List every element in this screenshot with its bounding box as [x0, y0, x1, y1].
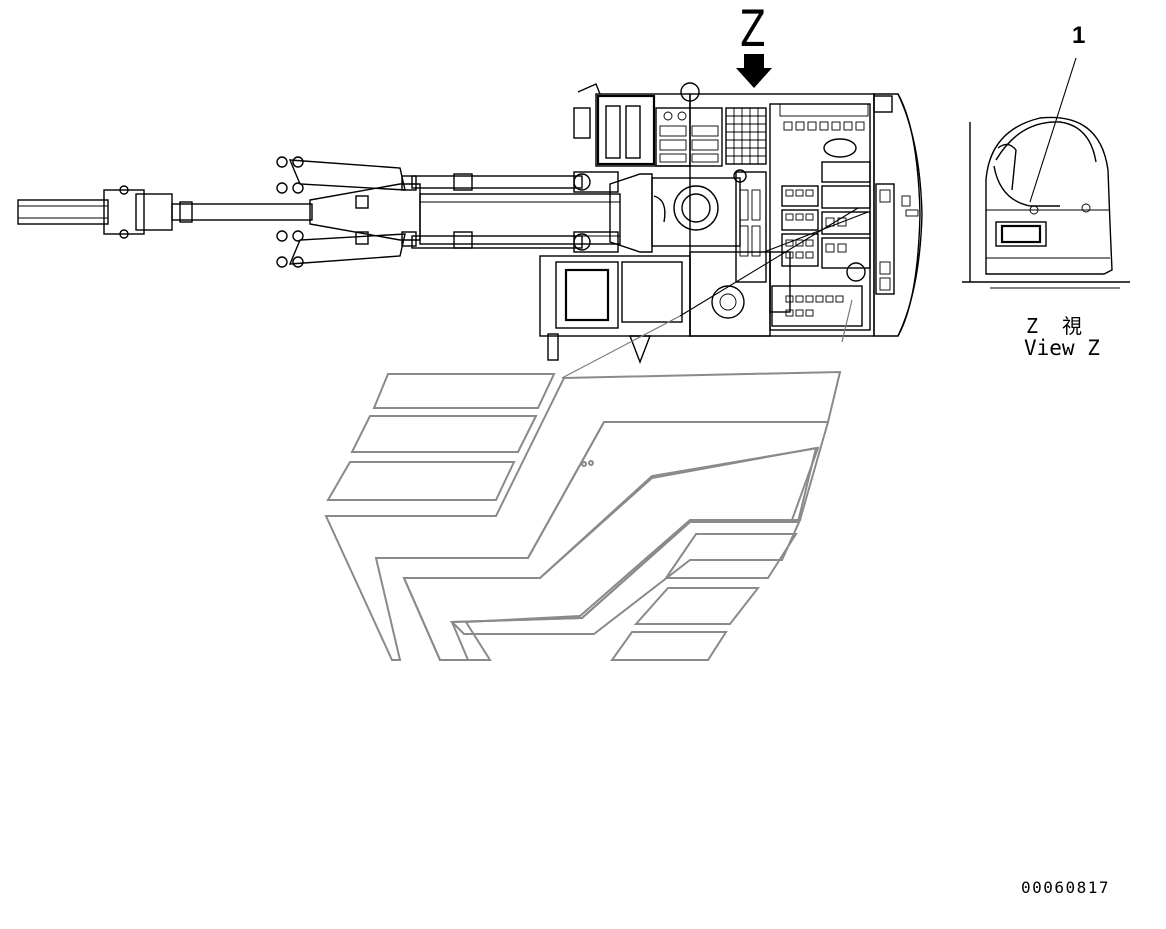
swing-circle	[651, 169, 767, 283]
decal-stripes	[324, 299, 853, 661]
view-caption-jp: Z 視	[1026, 314, 1085, 338]
engine-cover-panels	[781, 161, 871, 269]
boom-arm	[17, 156, 653, 268]
view-caption-en: View Z	[1024, 336, 1100, 360]
machine-upper-structure	[539, 82, 923, 364]
callout-number: 1	[1072, 22, 1086, 49]
decal-leader-lines	[679, 207, 869, 317]
rear-components	[769, 95, 919, 327]
side-compartment	[539, 251, 771, 364]
radiator-block	[725, 107, 767, 165]
drawing-number: 00060817	[1021, 878, 1111, 897]
view-letter-label: Z	[740, 0, 766, 58]
hood-vents	[779, 103, 869, 158]
view-z-inset	[962, 57, 1130, 289]
panel-grid	[655, 107, 723, 167]
view-arrow-icon	[736, 54, 772, 88]
